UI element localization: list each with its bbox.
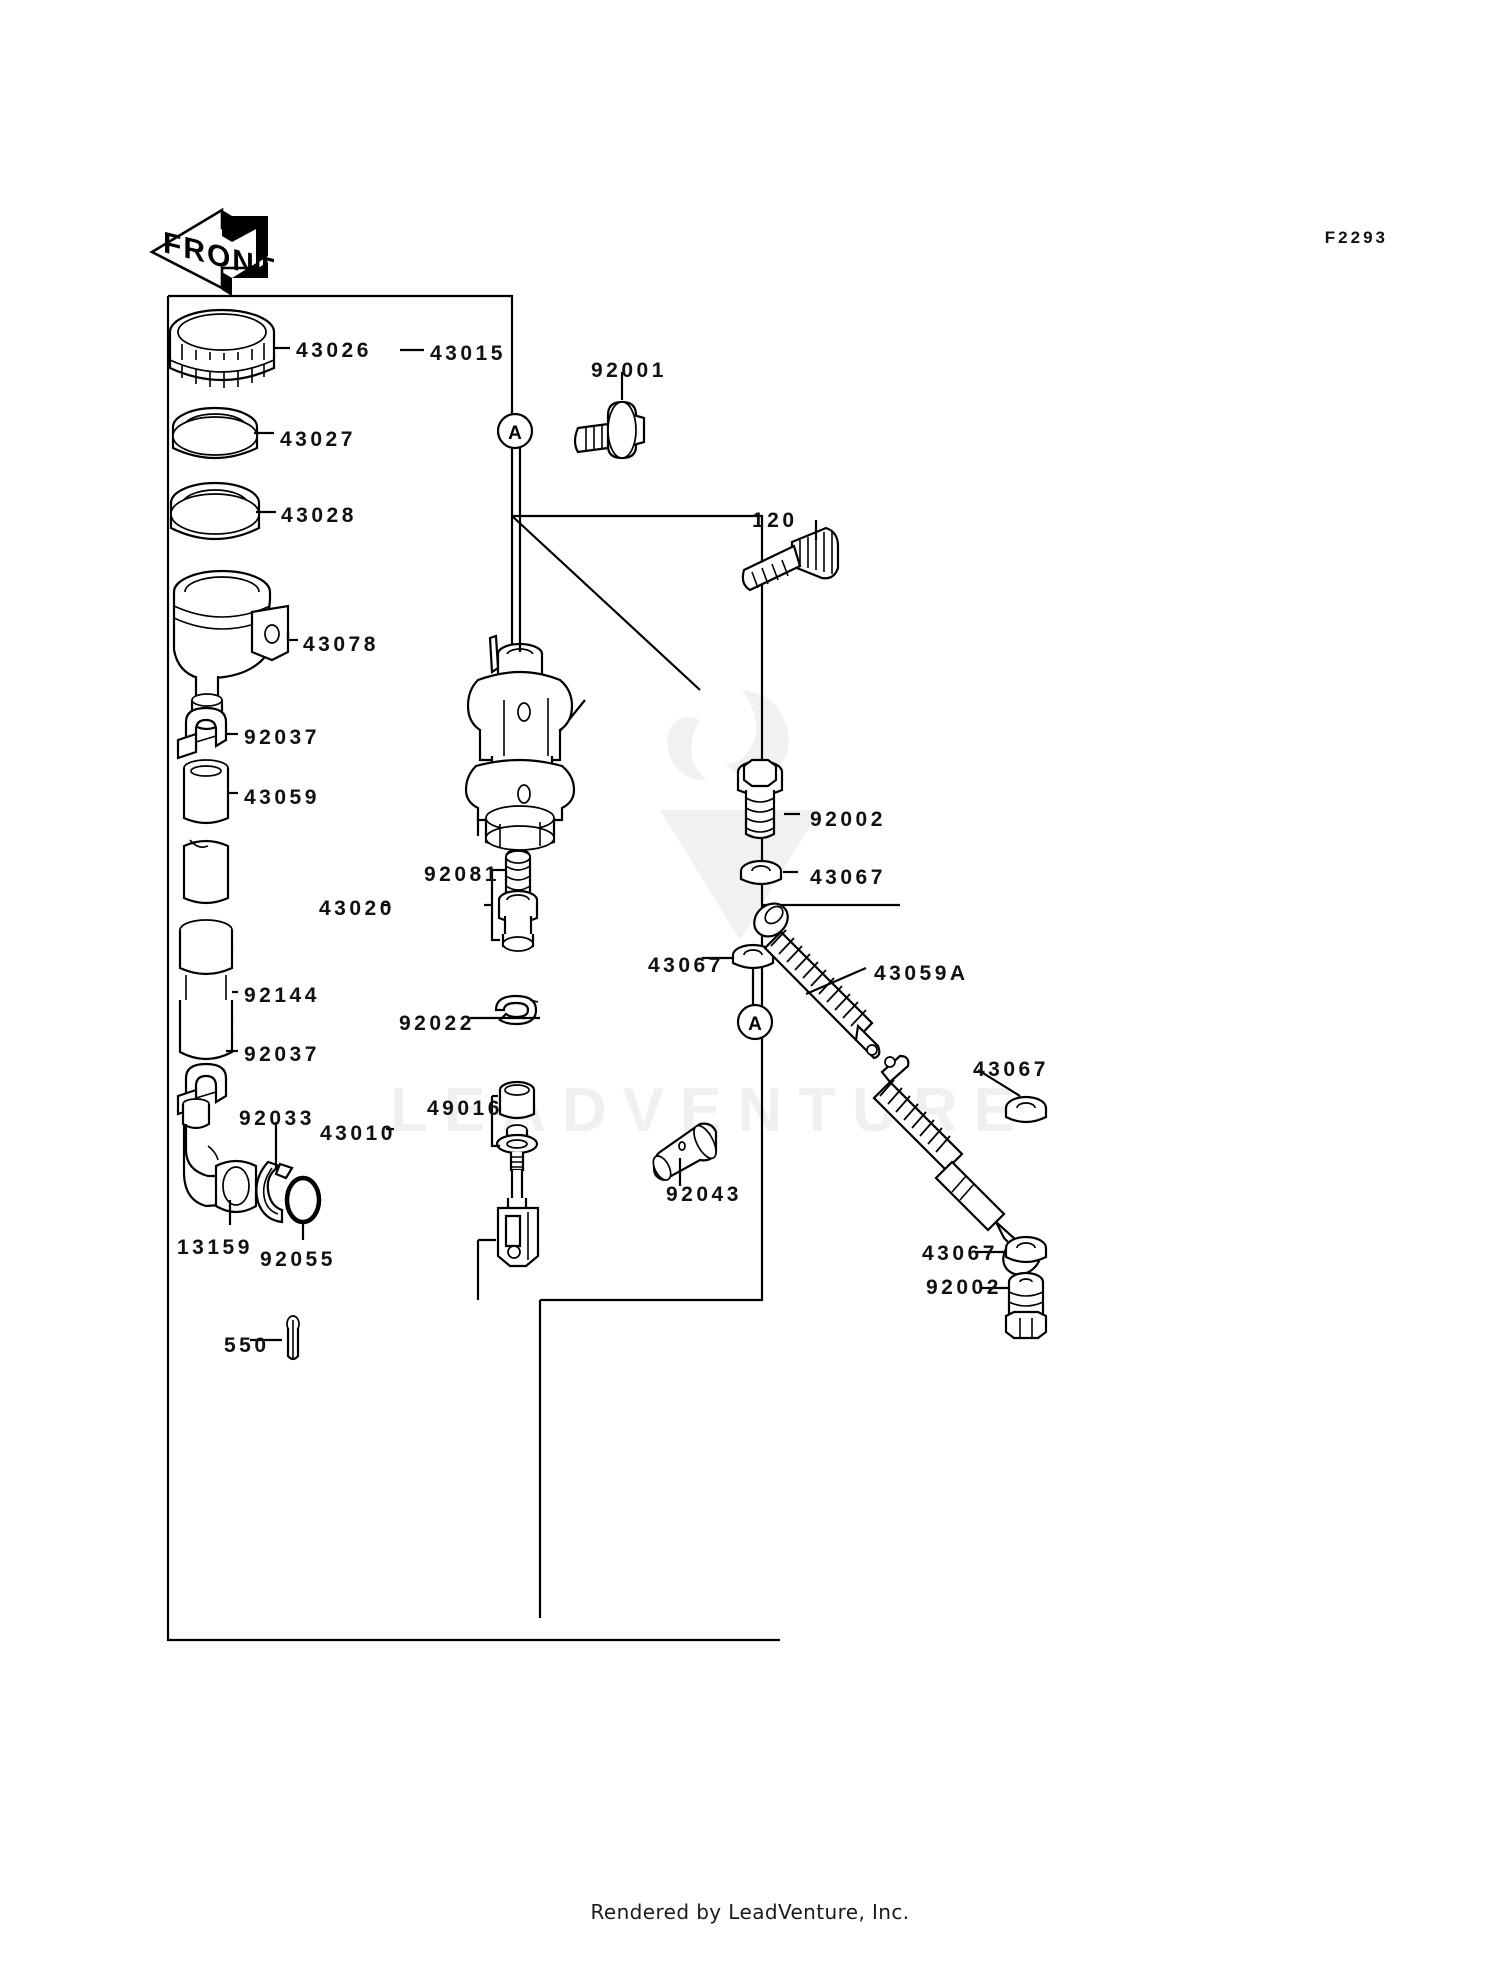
reference-marker-a-top: A xyxy=(496,412,534,450)
part-number-dust-boot: 49016 xyxy=(427,1097,503,1120)
svg-text:A: A xyxy=(748,1014,762,1035)
part-drawing-49016 xyxy=(498,1080,536,1120)
svg-text:A: A xyxy=(508,423,522,444)
part-drawing-tube-segment xyxy=(182,839,230,905)
part-drawing-92002-lower xyxy=(1004,1271,1048,1340)
part-number-reservoir-body: 43078 xyxy=(303,633,379,656)
part-number-flange-bolt: 92001 xyxy=(591,359,667,382)
part-drawing-43028 xyxy=(169,481,261,541)
front-arrow-icon: FRONT xyxy=(149,207,276,296)
part-drawing-92144 xyxy=(178,919,234,1061)
reference-marker-a-right: A xyxy=(736,1003,774,1041)
part-number-brake-hose: 43059A xyxy=(874,962,969,985)
part-number-reservoir-hose: 43059 xyxy=(244,786,320,809)
part-drawing-43059A-upper xyxy=(753,902,881,1060)
part-number-push-rod-group: 43010 xyxy=(320,1122,396,1145)
part-number-cotter-pin: 550 xyxy=(224,1334,270,1357)
part-number-banjo-bolt-lower: 92002 xyxy=(926,1276,1002,1299)
part-drawing-master-cylinder-body xyxy=(464,634,576,851)
diagram-code: F2293 xyxy=(1324,228,1388,247)
footer-credit: Rendered by LeadVenture, Inc. xyxy=(590,1900,910,1924)
part-number-sealing-washer-2: 43067 xyxy=(648,954,724,977)
leader-43015-to-body xyxy=(511,515,701,691)
part-number-return-spring: 92081 xyxy=(424,863,500,886)
part-number-clevis-pin: 92043 xyxy=(666,1183,742,1206)
part-drawing-120 xyxy=(741,526,840,592)
group-frame-43015 xyxy=(168,294,514,647)
part-drawing-92037-upper xyxy=(176,706,228,760)
part-number-snap-ring: 92033 xyxy=(239,1107,315,1130)
part-drawing-13159 xyxy=(181,1098,258,1214)
part-drawing-43059 xyxy=(182,759,230,825)
part-number-sealing-washer-1: 43067 xyxy=(810,866,886,889)
part-number-reservoir-assembly-group: 43015 xyxy=(430,342,506,365)
part-number-piston-kit-group: 43020 xyxy=(319,897,395,920)
part-drawing-43067-3 xyxy=(1004,1095,1048,1124)
part-number-hose-clamp-upper: 92037 xyxy=(244,726,320,749)
part-number-socket-bolt: 120 xyxy=(752,509,798,532)
part-drawing-43027 xyxy=(171,406,259,460)
part-number-reservoir-cap: 43026 xyxy=(296,339,372,362)
part-number-banjo-bolt-upper: 92002 xyxy=(810,808,886,831)
part-drawing-92001 xyxy=(573,400,646,460)
part-number-reservoir-plate: 43027 xyxy=(280,428,356,451)
part-number-sealing-washer-4: 43067 xyxy=(922,1242,998,1265)
part-drawing-43020-piston xyxy=(497,889,539,952)
part-number-reservoir-diaphragm: 43028 xyxy=(281,504,357,527)
part-drawing-43078 xyxy=(172,569,290,731)
part-drawing-92022 xyxy=(494,994,539,1026)
part-number-hose-clamp-lower: 92037 xyxy=(244,1043,320,1066)
part-drawing-43067-1 xyxy=(739,859,783,886)
part-drawing-92055 xyxy=(284,1175,322,1225)
leader-lines xyxy=(226,346,1021,1342)
part-number-spring: 92144 xyxy=(244,984,320,1007)
part-number-circlip: 92022 xyxy=(399,1012,475,1035)
part-number-sealing-washer-3: 43067 xyxy=(973,1058,1049,1081)
part-drawing-550 xyxy=(286,1315,300,1361)
part-drawing-43026 xyxy=(168,308,276,388)
part-drawing-92002-upper xyxy=(736,758,784,840)
part-number-hose-joint: 13159 xyxy=(177,1236,253,1259)
part-drawing-92033 xyxy=(255,1160,294,1224)
part-drawing-92043 xyxy=(652,1122,718,1182)
part-number-o-ring: 92055 xyxy=(260,1248,336,1271)
part-drawing-43067-4 xyxy=(1004,1235,1048,1264)
part-drawing-43010 xyxy=(495,1124,540,1268)
